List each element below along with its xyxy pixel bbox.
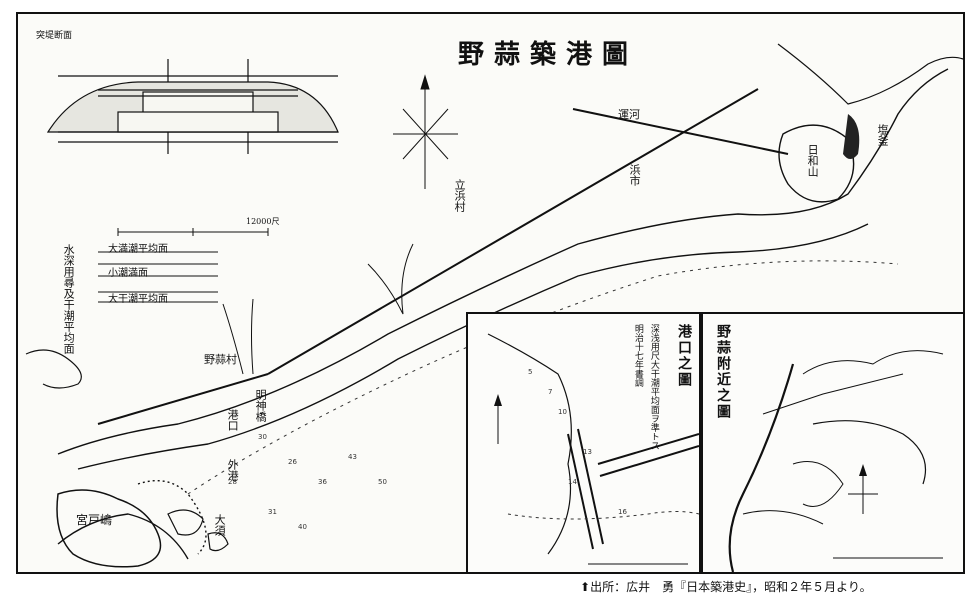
svg-text:5: 5 — [528, 368, 532, 376]
depth-soundings: 30 26 36 43 50 28 31 40 — [228, 433, 387, 531]
place-miyato-island: 宮戸嶋 — [76, 513, 113, 527]
svg-text:10: 10 — [558, 408, 567, 416]
islets — [167, 509, 229, 552]
svg-text:7: 7 — [548, 388, 552, 396]
svg-text:43: 43 — [348, 453, 357, 461]
left-bay — [25, 349, 82, 389]
svg-text:30: 30 — [258, 433, 267, 441]
place-tatehama-village: 立浜村 — [453, 179, 467, 212]
svg-text:28: 28 — [228, 478, 237, 486]
river-center — [367, 243, 414, 315]
svg-text:16: 16 — [618, 508, 627, 516]
lagoon — [778, 124, 855, 203]
inset-vicinity-drawing — [728, 350, 944, 573]
miyato-island — [56, 489, 162, 568]
canal-lines — [97, 88, 789, 425]
place-oyama: 大須 — [213, 514, 227, 536]
place-outer-port: 外港 — [226, 459, 240, 481]
place-canal: 運河 — [618, 108, 640, 121]
map-title: 野蒜築港圖 — [458, 40, 639, 70]
legend-item-high: 大満潮平均面 — [108, 244, 168, 255]
scale-label: 12000尺 — [246, 217, 280, 226]
inset-port-subtitle: 深浅用尺大干潮平均面ヲ準トス — [648, 324, 659, 450]
svg-text:26: 26 — [288, 458, 297, 466]
legend-vertical-title: 水深用尋及干潮平均面 — [62, 244, 76, 354]
cross-section-diagram — [46, 59, 339, 154]
svg-text:50: 50 — [378, 478, 387, 486]
place-port-mouth: 港口 — [226, 409, 240, 431]
up-arrow-icon: ⬆ — [580, 580, 591, 594]
map-frame: 30 26 36 43 50 28 31 40 野蒜築港圖 突堤断面 水深用尋及干潮平均面… — [16, 12, 965, 574]
svg-text:36: 36 — [318, 478, 327, 486]
svg-text:40: 40 — [298, 523, 307, 531]
scale-bar — [117, 228, 269, 236]
legend-lines — [98, 251, 218, 303]
hill-hiyori — [843, 114, 860, 159]
svg-text:14: 14 — [568, 478, 577, 486]
river-north — [777, 43, 964, 105]
place-hiyori-yama: 日和山 — [806, 144, 820, 177]
inset-port-title: 港口之圖 — [676, 324, 692, 388]
place-nobiru-village: 野蒜村 — [204, 353, 237, 366]
inset-vicinity-title: 野蒜附近之圖 — [715, 324, 731, 420]
svg-text:13: 13 — [583, 448, 592, 456]
svg-text:31: 31 — [268, 508, 277, 516]
river-nobiru — [222, 298, 254, 375]
cross-section-title: 突堤断面 — [36, 31, 73, 41]
source-caption-text: 出所：広井 勇『日本築港史』，昭和２年５月より。 — [590, 580, 872, 594]
inset-port-drawing: 5 7 10 13 14 16 — [487, 333, 700, 565]
main-map-drawing: 30 26 36 43 50 28 31 40 — [25, 43, 964, 568]
place-hamaichi: 浜市 — [628, 164, 642, 186]
place-bridge: 明神橋 — [254, 389, 268, 422]
legend-item-low: 大干潮平均面 — [108, 294, 168, 305]
inset-vicinity: 野蒜附近之圖 — [701, 312, 965, 574]
inset-port-date: 明治十七年書調 — [632, 324, 643, 387]
compass-rose-icon — [393, 74, 458, 189]
source-caption: ⬆出所：広井 勇『日本築港史』，昭和２年５月より。 — [580, 578, 872, 595]
inset-port-mouth: 5 7 10 13 14 16 港口之圖 深浅用尺大干潮平均面ヲ準トス 明治十七年書調 — [466, 312, 701, 574]
place-shiogama: 塩釜 — [876, 124, 890, 146]
legend-item-neap: 小潮満面 — [108, 268, 148, 279]
